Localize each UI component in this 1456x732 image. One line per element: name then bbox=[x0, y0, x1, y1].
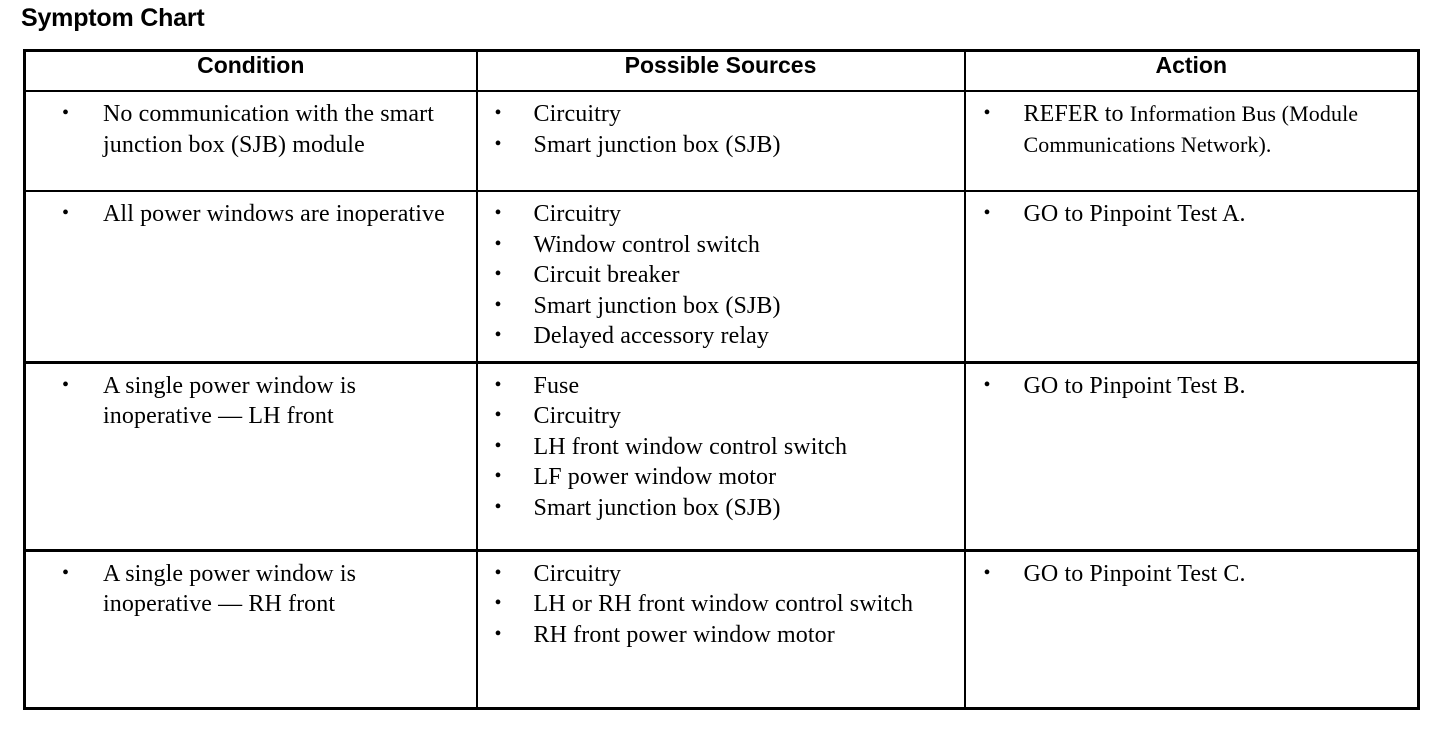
action-list: GO to Pinpoint Test A. bbox=[966, 198, 1412, 230]
action-cell: GO to Pinpoint Test B. bbox=[964, 362, 1419, 552]
list-item: GO to Pinpoint Test A. bbox=[966, 198, 1412, 230]
list-item: Circuit breaker bbox=[478, 259, 958, 291]
list-item: Fuse bbox=[478, 370, 958, 402]
possible-sources-list: Circuitry Smart junction box (SJB) bbox=[478, 98, 958, 161]
condition-cell: No communication with the smart junction… bbox=[24, 91, 478, 192]
table-row: All power windows are inoperative Circui… bbox=[24, 191, 1419, 364]
list-item: A single power window is inoperative — L… bbox=[26, 370, 470, 432]
table-header: Condition Possible Sources Action bbox=[24, 50, 1419, 92]
possible-sources-list: Circuitry Window control switch Circuit … bbox=[478, 198, 958, 352]
condition-list: A single power window is inoperative — L… bbox=[26, 370, 470, 432]
condition-cell: All power windows are inoperative bbox=[24, 191, 478, 364]
condition-list: A single power window is inoperative — R… bbox=[26, 558, 470, 620]
action-reference-text: Information Bus (Module Communications N… bbox=[1023, 101, 1359, 157]
list-item: Circuitry bbox=[478, 198, 958, 230]
list-item: A single power window is inoperative — R… bbox=[26, 558, 470, 620]
table-row: A single power window is inoperative — R… bbox=[24, 550, 1419, 708]
list-item: REFER to Information Bus (Module Communi… bbox=[966, 98, 1412, 160]
possible-sources-cell: Circuitry Smart junction box (SJB) bbox=[476, 91, 966, 192]
possible-sources-list: Fuse Circuitry LH front window control s… bbox=[478, 370, 958, 524]
list-item: Smart junction box (SJB) bbox=[478, 492, 958, 524]
action-list: GO to Pinpoint Test C. bbox=[966, 558, 1412, 590]
list-item: GO to Pinpoint Test C. bbox=[966, 558, 1412, 590]
list-item: No communication with the smart junction… bbox=[26, 98, 470, 160]
list-item: LH or RH front window control switch bbox=[478, 588, 958, 620]
action-list: GO to Pinpoint Test B. bbox=[966, 370, 1412, 402]
action-cell: GO to Pinpoint Test C. bbox=[965, 550, 1419, 708]
condition-cell: A single power window is inoperative — R… bbox=[24, 550, 478, 708]
possible-sources-list: Circuitry LH or RH front window control … bbox=[478, 558, 958, 651]
condition-list: All power windows are inoperative bbox=[26, 198, 470, 230]
table-row: A single power window is inoperative — L… bbox=[24, 362, 1419, 552]
possible-sources-cell: Fuse Circuitry LH front window control s… bbox=[476, 362, 966, 552]
action-list: REFER to Information Bus (Module Communi… bbox=[966, 98, 1412, 160]
list-item: Circuitry bbox=[478, 400, 958, 432]
list-item: Circuitry bbox=[478, 98, 958, 130]
possible-sources-cell: Circuitry LH or RH front window control … bbox=[476, 550, 966, 708]
column-header-action: Action bbox=[964, 50, 1419, 92]
table-header-row: Condition Possible Sources Action bbox=[24, 50, 1419, 92]
list-item: Smart junction box (SJB) bbox=[478, 290, 958, 322]
column-header-possible-sources: Possible Sources bbox=[476, 50, 966, 92]
condition-list: No communication with the smart junction… bbox=[26, 98, 470, 160]
condition-cell: A single power window is inoperative — L… bbox=[24, 362, 478, 552]
table-body: No communication with the smart junction… bbox=[24, 91, 1419, 708]
action-cell: GO to Pinpoint Test A. bbox=[964, 191, 1419, 364]
list-item: Circuitry bbox=[478, 558, 958, 590]
column-header-condition: Condition bbox=[24, 50, 478, 92]
list-item: All power windows are inoperative bbox=[26, 198, 470, 230]
symptom-chart-table: Condition Possible Sources Action No com… bbox=[23, 49, 1420, 710]
action-lead-text: REFER to bbox=[1023, 101, 1130, 127]
action-cell: REFER to Information Bus (Module Communi… bbox=[964, 91, 1419, 192]
list-item: LH front window control switch bbox=[478, 431, 958, 463]
list-item: GO to Pinpoint Test B. bbox=[966, 370, 1412, 402]
possible-sources-cell: Circuitry Window control switch Circuit … bbox=[476, 191, 966, 364]
page-title: Symptom Chart bbox=[21, 4, 205, 32]
table-row: No communication with the smart junction… bbox=[24, 91, 1419, 192]
list-item: RH front power window motor bbox=[478, 619, 958, 651]
list-item: Delayed accessory relay bbox=[478, 320, 958, 352]
list-item: Window control switch bbox=[478, 229, 958, 261]
list-item: LF power window motor bbox=[478, 461, 958, 493]
list-item: Smart junction box (SJB) bbox=[478, 129, 958, 161]
